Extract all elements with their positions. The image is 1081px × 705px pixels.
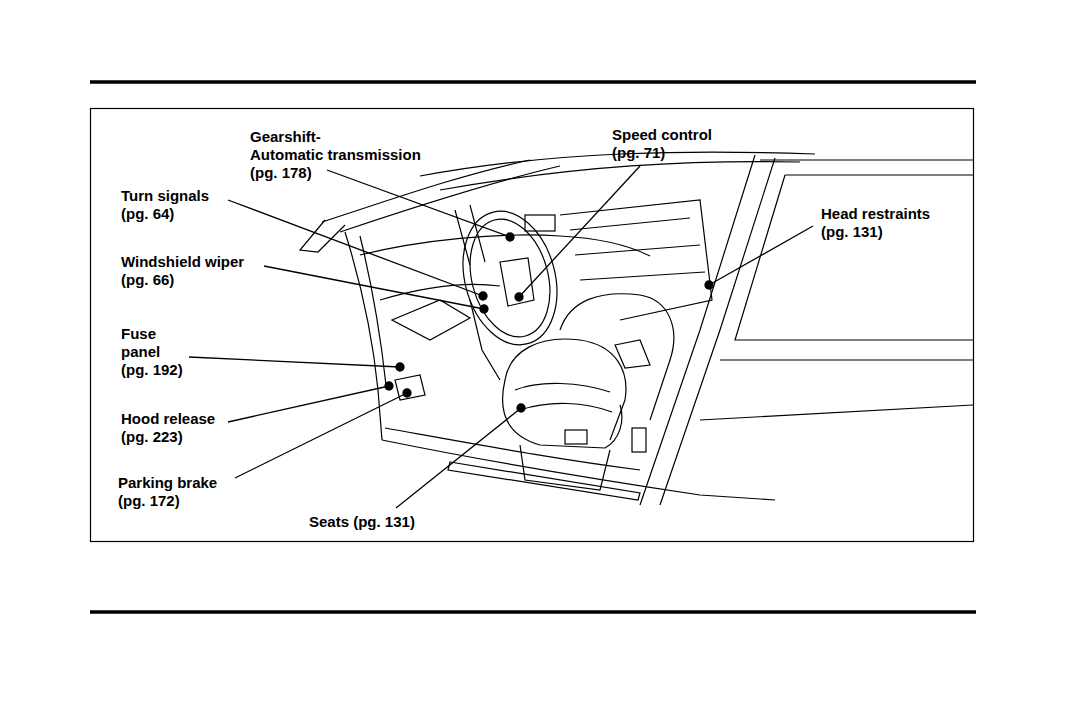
figure-frame <box>91 109 974 542</box>
passenger-seat-back <box>560 294 674 420</box>
car-outline <box>300 152 973 505</box>
page-rules <box>90 82 976 612</box>
driver-seat-cushion <box>503 380 622 448</box>
rear-door-belt <box>720 359 973 360</box>
steering-hub <box>500 258 534 306</box>
sill-inner <box>385 428 640 470</box>
rear-window <box>735 175 973 340</box>
steering-column <box>470 300 500 380</box>
callout-label: Turn signals (pg. 64) <box>121 187 223 223</box>
wrap-spacer <box>345 128 450 138</box>
leader-line <box>264 266 484 309</box>
callout-label: Speed control (pg. 71) <box>612 126 730 162</box>
rear-door-line <box>700 405 973 420</box>
windshield-top <box>322 160 530 222</box>
b-pillar-rear <box>660 158 775 505</box>
bottom-rule <box>90 610 976 614</box>
leader-lines <box>189 166 813 508</box>
callout-dot <box>705 281 713 289</box>
seat-seam <box>515 383 610 392</box>
wrap-spacer <box>181 325 201 361</box>
seat-seam <box>520 403 612 412</box>
seat-belt-buckle <box>615 340 650 368</box>
callout-dot <box>480 305 488 313</box>
sill-plate <box>448 462 640 500</box>
callout-label: Seats (pg. 131) <box>309 513 469 531</box>
rear-window-top <box>785 174 973 175</box>
seat-switch <box>565 430 587 444</box>
leader-line <box>228 386 389 422</box>
leader-line <box>235 393 407 478</box>
callout-dot <box>479 292 487 300</box>
callout-dot <box>506 233 514 241</box>
callout-label: Head restraints (pg. 131) <box>821 205 949 241</box>
steering-wheel <box>449 201 571 356</box>
callout-dot <box>403 389 411 397</box>
callout-label: Gearshift- Automatic transmission (pg. 1… <box>250 128 450 182</box>
roof-inner <box>440 162 800 190</box>
leader-line <box>327 170 510 237</box>
callout-dot <box>517 404 525 412</box>
leader-line <box>709 226 813 285</box>
driver-seat-back <box>505 339 626 440</box>
callout-label: Fuse panel (pg. 192) <box>121 325 201 379</box>
callout-label: Windshield wiper (pg. 66) <box>121 253 263 289</box>
callout-dot <box>396 363 404 371</box>
rear-door-top <box>760 159 973 160</box>
leader-line <box>396 408 521 508</box>
door-sill <box>382 440 775 500</box>
far-door-trim <box>570 218 705 280</box>
vent <box>525 215 555 231</box>
leader-line <box>189 357 400 367</box>
callout-label: Hood release (pg. 223) <box>121 410 229 446</box>
leader-line <box>519 166 640 297</box>
door-latch <box>632 428 646 452</box>
callout-dot <box>385 382 393 390</box>
callout-label: Parking brake (pg. 172) <box>118 474 233 510</box>
steering-wheel-inner <box>458 210 562 346</box>
top-rule <box>90 80 976 84</box>
leader-line <box>228 200 483 296</box>
callout-dot <box>515 293 523 301</box>
dash-panel <box>392 300 470 340</box>
